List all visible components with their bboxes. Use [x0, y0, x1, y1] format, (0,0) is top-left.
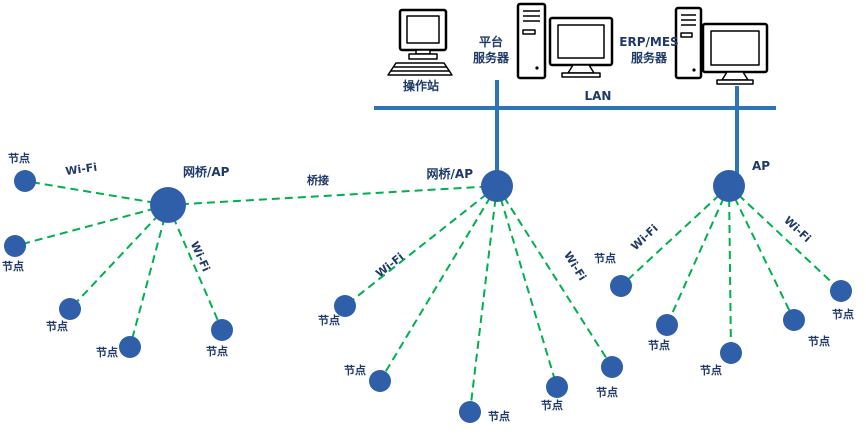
sensor-node: [59, 298, 81, 320]
wifi-link: [69, 204, 169, 310]
erp-server-label-line1: ERP/MES: [619, 35, 678, 49]
sensor-node: [656, 314, 678, 336]
platform-server-icon: [516, 2, 614, 80]
sensor-node: [334, 295, 356, 317]
monitor-icon: [548, 16, 614, 78]
wifi-link: [344, 185, 498, 307]
wifi-link: [24, 180, 169, 206]
access-point-left: [150, 187, 186, 223]
bridge-link-label: 桥接: [307, 173, 329, 187]
access-point-left-label: 网桥/AP: [183, 164, 230, 179]
access-points: [150, 170, 745, 223]
server-tower-icon: [516, 2, 547, 80]
wifi-link: [167, 204, 223, 331]
sensor-node: [14, 170, 36, 192]
node-label: 节点: [648, 338, 670, 352]
sensor-node: [4, 235, 26, 257]
node-label: 节点: [700, 363, 722, 377]
sensor-node: [211, 319, 233, 341]
node-label: 节点: [8, 151, 30, 165]
monitor-icon: [701, 22, 769, 85]
access-point-right-label: AP: [752, 159, 770, 173]
node-label: 节点: [832, 307, 854, 321]
lan-label: LAN: [585, 89, 612, 103]
erp-mes-server-icon: [674, 6, 769, 85]
wifi-link: [728, 185, 732, 354]
sensor-node: [459, 401, 481, 423]
node-label: 节点: [541, 398, 563, 412]
node-label: 节点: [594, 251, 616, 265]
wifi-label: Wi-Fi: [65, 161, 98, 178]
erp-server-label-line2: 服务器: [631, 50, 668, 65]
wifi-link: [496, 185, 613, 368]
wifi-link: [496, 185, 558, 388]
sensor-node: [610, 275, 632, 297]
sensor-node: [783, 309, 805, 331]
lan-wiring: [374, 80, 776, 186]
node-label: 节点: [488, 409, 510, 423]
sensor-node: [601, 356, 623, 378]
bridge-link: [167, 185, 498, 206]
node-label: 节点: [46, 319, 68, 333]
sensor-node: [369, 370, 391, 392]
wifi-link: [469, 185, 498, 413]
node-label: 节点: [344, 363, 366, 377]
sensor-nodes: [4, 170, 852, 423]
wifi-link: [728, 185, 795, 321]
access-point-center-label: 网桥/AP: [427, 166, 474, 181]
node-label: 节点: [206, 344, 228, 358]
node-label: 节点: [318, 313, 340, 327]
sensor-node: [119, 336, 141, 358]
access-point-right: [713, 170, 745, 202]
platform-server-label-line1: 平台: [479, 34, 503, 49]
access-point-center: [481, 170, 513, 202]
node-label: 节点: [2, 259, 24, 273]
sensor-node: [546, 376, 568, 398]
sensor-node: [720, 342, 742, 364]
wifi-link: [379, 185, 498, 382]
wifi-link: [14, 204, 169, 247]
node-label: 节点: [596, 385, 618, 399]
wifi-link: [620, 185, 730, 287]
wireless-links: [14, 180, 842, 413]
server-tower-icon: [674, 6, 703, 80]
platform-server-label-line2: 服务器: [473, 50, 510, 65]
wifi-link: [129, 204, 169, 348]
node-label: 节点: [96, 345, 118, 359]
sensor-node: [830, 280, 852, 302]
operator-station-icon: [387, 8, 453, 76]
operator-station-label: 操作站: [403, 78, 439, 93]
node-label: 节点: [808, 334, 830, 348]
